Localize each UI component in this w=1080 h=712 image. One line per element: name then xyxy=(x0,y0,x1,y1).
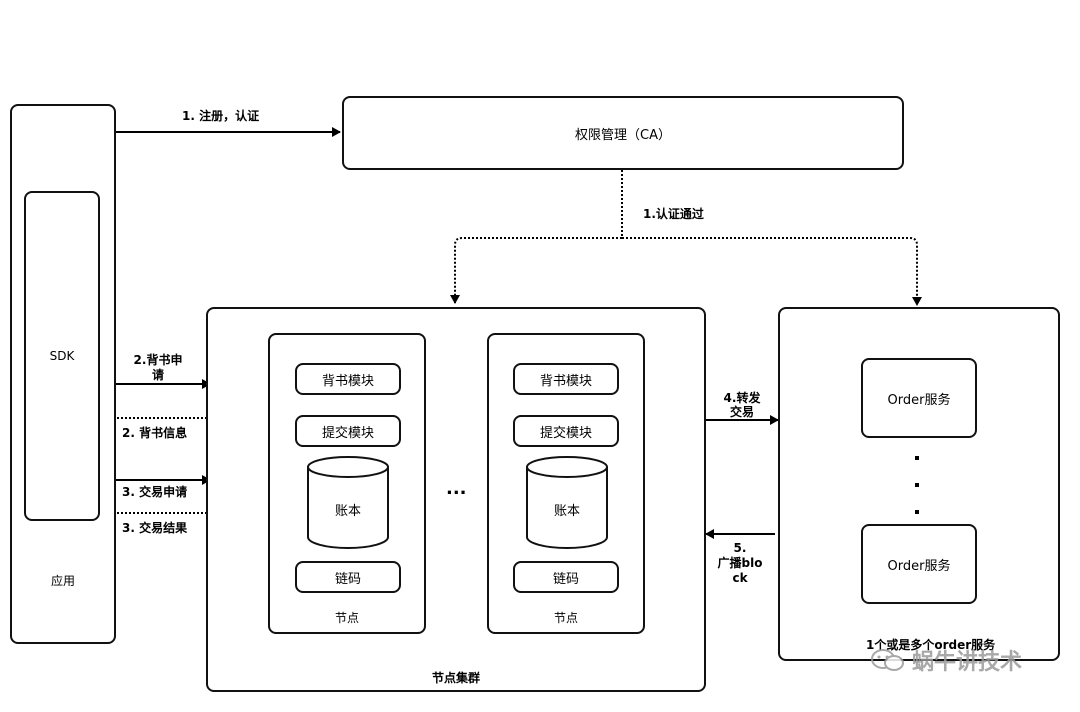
node-2-ledger-label: 账本 xyxy=(553,504,580,519)
order-service-1: Order服务 xyxy=(861,358,977,438)
watermark: 蜗牛讲技术 xyxy=(870,644,1022,676)
node-1-commit-label: 提交模块 xyxy=(321,425,374,441)
ca-label: 权限管理（CA） xyxy=(575,127,671,143)
node-1-endorse-module: 背书模块 xyxy=(295,363,401,395)
node-1-commit-module: 提交模块 xyxy=(295,415,401,447)
order-service-1-label: Order服务 xyxy=(887,392,951,408)
wechat-icon xyxy=(871,649,904,671)
tx-result-label: 3. 交易结果 xyxy=(122,521,188,535)
auth-pass-arrow-right xyxy=(622,237,922,306)
node-2-commit-module: 提交模块 xyxy=(513,415,619,447)
order-ellipsis-dot-3 xyxy=(915,510,919,514)
node-2-ledger-cylinder xyxy=(526,456,608,549)
node-2-commit-label: 提交模块 xyxy=(539,425,592,441)
node-2-label: 节点 xyxy=(553,611,578,625)
auth-pass-arrow-left xyxy=(450,237,622,304)
ca-box: 权限管理（CA） xyxy=(342,96,904,170)
node-1-label: 节点 xyxy=(334,611,359,625)
order-cluster-label: 1个或是多个order服务 xyxy=(866,638,996,652)
auth-pass-arrow-label: 1.认证通过 xyxy=(643,207,704,221)
node-1-chaincode-label: 链码 xyxy=(334,571,361,587)
tx-request-label: 3. 交易申请 xyxy=(122,485,188,499)
endorse-request-label: 2.背书申 请 xyxy=(133,353,183,382)
node-1-chaincode-module: 链码 xyxy=(295,561,401,593)
register-arrow-label: 1. 注册，认证 xyxy=(182,109,260,123)
node-2-endorse-module: 背书模块 xyxy=(513,363,619,395)
node-2-chaincode-label: 链码 xyxy=(552,571,579,587)
node-2-endorse-label: 背书模块 xyxy=(539,373,592,389)
sdk-label: SDK xyxy=(49,349,75,363)
order-ellipsis-dot-2 xyxy=(915,483,919,487)
forward-tx-label: 4.转发 交易 xyxy=(723,391,761,419)
node-1-ledger-label: 账本 xyxy=(334,504,361,519)
order-ellipsis-dot-1 xyxy=(915,456,919,460)
node-cluster-label: 节点集群 xyxy=(431,671,480,685)
node-1-endorse-label: 背书模块 xyxy=(321,373,374,389)
nodes-ellipsis: ... xyxy=(446,478,467,499)
endorse-info-label: 2. 背书信息 xyxy=(122,426,188,440)
order-service-2-label: Order服务 xyxy=(887,558,951,574)
watermark-text: 蜗牛讲技术 xyxy=(912,650,1023,675)
node-2-chaincode-module: 链码 xyxy=(513,561,619,593)
broadcast-block-label: 5. 广播blo ck xyxy=(717,541,763,585)
order-service-2: Order服务 xyxy=(861,524,977,604)
application-label: 应用 xyxy=(50,574,75,588)
sdk-box: SDK xyxy=(24,191,100,521)
node-1-ledger-cylinder xyxy=(307,456,389,549)
